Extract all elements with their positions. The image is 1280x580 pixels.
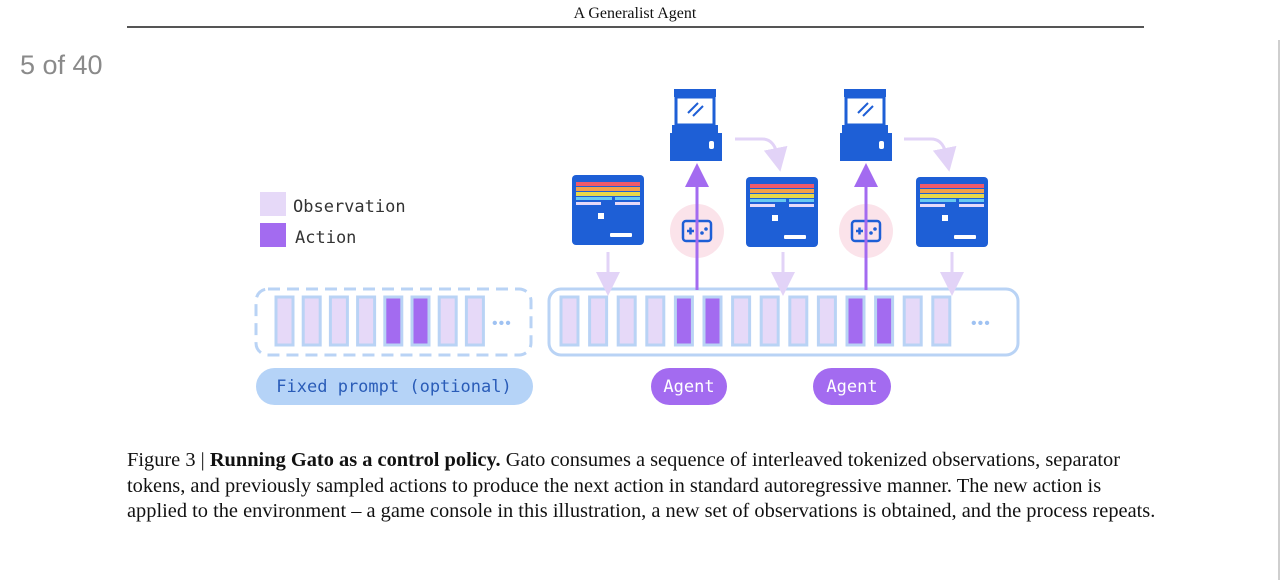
fixed-prompt-label: Fixed prompt (optional) xyxy=(276,377,511,397)
caption-title: Running Gato as a control policy. xyxy=(209,449,501,471)
observation-token xyxy=(931,295,952,347)
observation-token xyxy=(731,295,752,347)
observation-token xyxy=(902,295,923,347)
action-token xyxy=(845,295,866,347)
observation-token xyxy=(274,295,295,347)
legend-action-swatch xyxy=(260,223,286,247)
observation-token xyxy=(328,295,349,347)
arcade-console-icon xyxy=(668,87,724,163)
game-screen-icon xyxy=(746,177,818,247)
figure-caption: Figure 3 | Running Gato as a control pol… xyxy=(127,448,1157,525)
environment-arrow xyxy=(735,137,788,172)
agent-pill xyxy=(813,368,891,405)
observation-token xyxy=(559,295,580,347)
agent-label: Agent xyxy=(826,377,877,397)
game-screen-icon xyxy=(916,177,988,247)
running-title: A Generalist Agent xyxy=(573,5,697,22)
agent-pill xyxy=(651,368,727,405)
observation-token xyxy=(356,295,377,347)
caption-prefix: Figure 3 | xyxy=(127,449,210,471)
fixed-prompt-pill xyxy=(256,368,533,405)
fixed-prompt-container xyxy=(254,287,533,357)
observation-token xyxy=(816,295,837,347)
observation-token xyxy=(788,295,809,347)
legend-observation-label: Observation xyxy=(293,197,406,217)
observation-token xyxy=(464,295,485,347)
observation-token xyxy=(616,295,637,347)
environment-arrow xyxy=(904,137,957,172)
scrollbar-edge xyxy=(1278,40,1280,580)
action-token xyxy=(673,295,694,347)
caption-body: Gato consumes a sequence of interleaved … xyxy=(127,449,1156,522)
arcade-console-icon xyxy=(838,87,894,163)
observation-token xyxy=(301,295,322,347)
action-token xyxy=(383,295,404,347)
action-token xyxy=(874,295,895,347)
action-token xyxy=(702,295,723,347)
sequence-ellipsis: ••• xyxy=(971,315,991,332)
header-rule xyxy=(127,26,1144,28)
figure-3-diagram: Observation Action ••• ••• Fixed prompt … xyxy=(254,87,1020,405)
page-counter: 5 of 40 xyxy=(20,50,103,80)
game-screen-icon xyxy=(572,175,644,245)
observation-token xyxy=(437,295,458,347)
legend-observation-swatch xyxy=(260,192,286,216)
agent-label: Agent xyxy=(663,377,714,397)
action-token xyxy=(410,295,431,347)
legend-action-label: Action xyxy=(295,228,356,248)
observation-token xyxy=(588,295,609,347)
observation-token xyxy=(645,295,666,347)
fixed-prompt-ellipsis: ••• xyxy=(492,315,512,332)
observation-token xyxy=(759,295,780,347)
